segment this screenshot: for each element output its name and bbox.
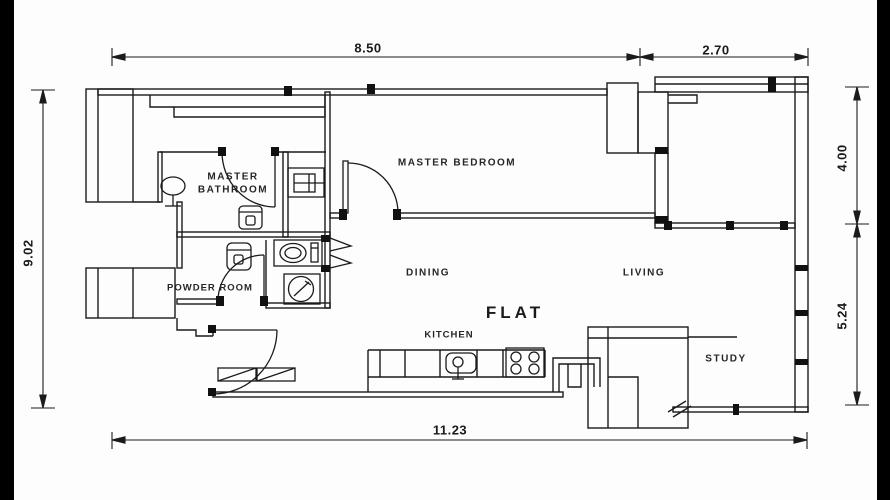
washing-machine-icon (283, 273, 321, 305)
room-label-living: LIVING (622, 267, 666, 279)
room-label-master-bathroom-line1: MASTER (207, 171, 259, 183)
room-label-master-bathroom-line2: BATHROOM (197, 184, 269, 196)
bifold-door-icon (329, 237, 354, 269)
entrance-door-arc (212, 329, 278, 395)
room-label-master-bedroom: MASTER BEDROOM (397, 157, 517, 169)
bathroom-toilet-icon (238, 205, 263, 230)
dimension-lines (31, 48, 869, 449)
dimension-left: 9.02 (20, 239, 36, 267)
powder-toilet-icon (226, 242, 252, 271)
room-label-dining: DINING (406, 267, 450, 279)
letterbox-right-bar (877, 0, 890, 500)
entrance-mat (217, 367, 296, 382)
door-jambs (208, 77, 808, 415)
room-label-powder-room: POWDER ROOM (167, 282, 253, 294)
kitchen-sink-icon (445, 352, 477, 380)
letterbox-left-bar (0, 0, 14, 500)
room-label-kitchen: KITCHEN (424, 329, 474, 341)
dimension-right-upper: 4.00 (834, 144, 850, 172)
dimension-top-right: 2.70 (702, 42, 730, 58)
master-bathroom-door-arc (221, 151, 276, 208)
pedestal-sink-icon (160, 176, 186, 207)
shower-unit-icon (287, 167, 325, 198)
master-bedroom-door-arc (342, 160, 399, 214)
dimension-top-left: 8.50 (354, 40, 382, 56)
dimension-bottom: 11.23 (432, 422, 468, 438)
vanity-sink-icon (273, 239, 323, 267)
powder-room-door-arc (217, 254, 265, 302)
stove-icon (505, 347, 545, 378)
room-label-study: STUDY (705, 353, 747, 365)
door-symbols (212, 151, 399, 395)
dimension-right-lower: 5.24 (834, 302, 850, 330)
walls (85, 76, 809, 429)
plan-title: FLAT (485, 303, 545, 322)
fixtures (160, 167, 545, 382)
